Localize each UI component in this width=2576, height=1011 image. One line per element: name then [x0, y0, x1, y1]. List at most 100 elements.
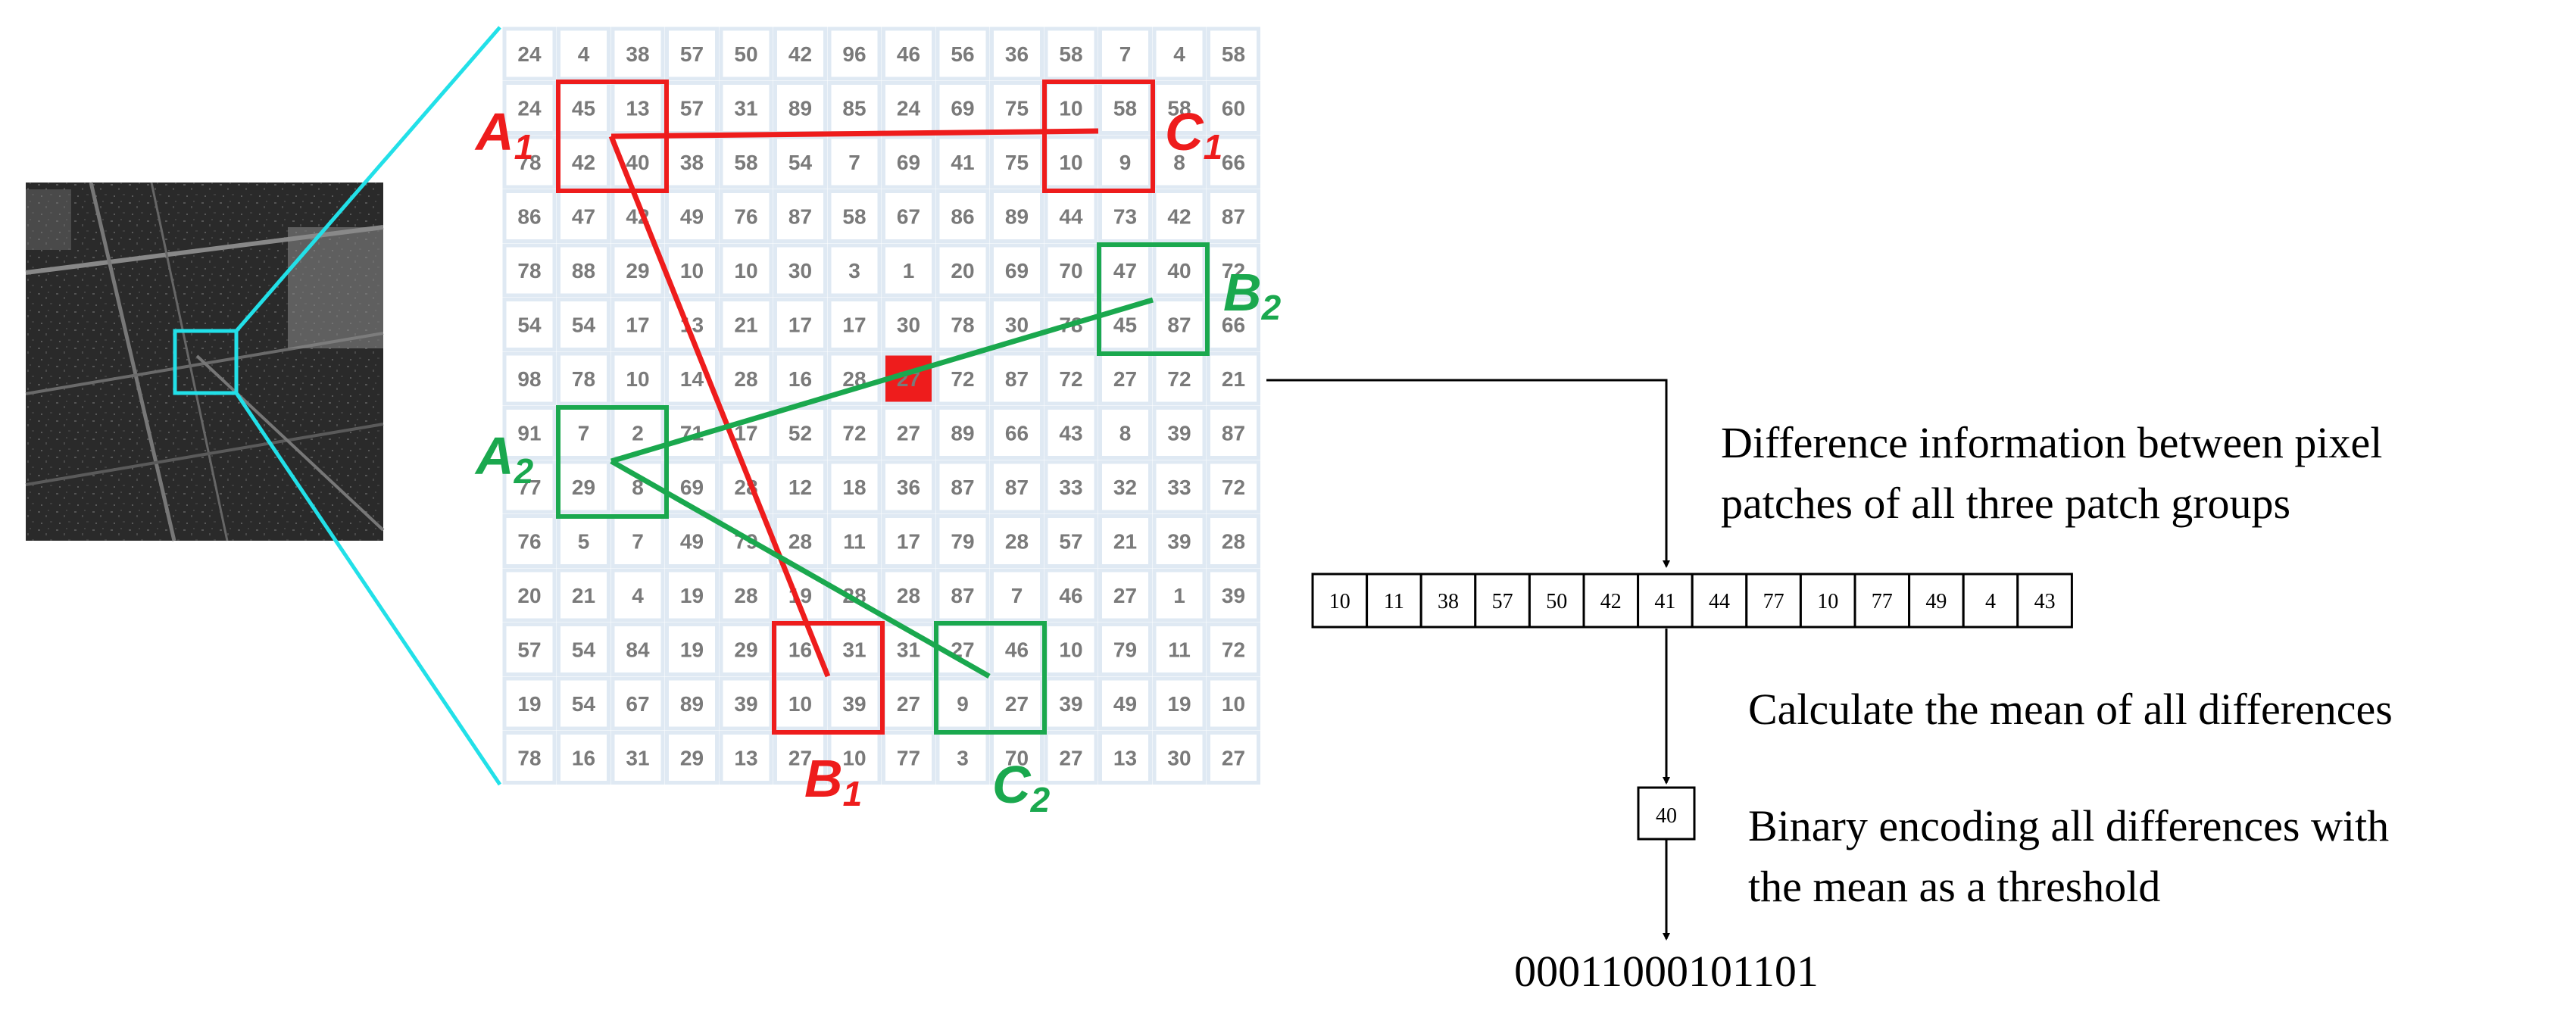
grid-value: 10: [1059, 97, 1082, 120]
grid-cell: [990, 460, 1044, 514]
grid-value: 54: [788, 151, 813, 174]
grid-cell: [1152, 623, 1207, 676]
grid-cell: [882, 189, 935, 243]
grid-cell: [827, 460, 882, 514]
grid-cell: [1098, 243, 1152, 298]
grid-value: 87: [951, 476, 974, 499]
grid-cell: [1044, 731, 1098, 785]
grid-value: 18: [842, 476, 866, 499]
grid-value: 8: [632, 476, 644, 499]
grid-cell: [935, 514, 990, 568]
grid-value: 69: [1005, 259, 1029, 282]
grid-value: 3: [848, 259, 860, 282]
grid-value: 39: [1167, 530, 1191, 554]
sar-image: [25, 182, 385, 541]
connector-grid-to-vector: [1266, 379, 1670, 568]
grid-value: 47: [572, 205, 595, 229]
grid-cell: [1207, 351, 1260, 406]
difference-cell: [2016, 573, 2073, 629]
grid-value: 69: [897, 151, 920, 174]
label-b1: B1: [804, 749, 862, 813]
grid-value: 28: [734, 584, 757, 607]
label-b2: B2: [1223, 263, 1282, 327]
grid-value: 4: [1173, 42, 1185, 66]
grid-cell: [773, 406, 827, 460]
grid-value: 58: [1222, 42, 1245, 66]
grid-cell: [719, 243, 773, 298]
grid-cell: [502, 298, 557, 351]
grid-value: 11: [843, 530, 866, 554]
grid-cell: [665, 623, 719, 676]
grid-cell: [990, 676, 1044, 731]
grid-value: 17: [897, 530, 920, 554]
grid-cell: [935, 243, 990, 298]
grid-cell: [827, 406, 882, 460]
grid-cell: [719, 351, 773, 406]
grid-cell: [1152, 406, 1207, 460]
grid-cell: [557, 27, 610, 81]
grid-cell: [1152, 676, 1207, 731]
grid-cell: [557, 243, 610, 298]
line-a2-c2: [610, 458, 991, 679]
grid-cell: [1044, 676, 1098, 731]
grid-value: 7: [1011, 584, 1023, 607]
grid-value: 72: [1222, 259, 1245, 282]
difference-value: 44: [1709, 590, 1730, 613]
grid-cell: [1207, 27, 1260, 81]
grid-value: 10: [1059, 638, 1082, 662]
grid-cell: [935, 731, 990, 785]
line-a1-c1: [610, 128, 1099, 139]
grid-value: 85: [842, 97, 866, 120]
grid-cell: [610, 27, 665, 81]
grid-value: 29: [734, 638, 757, 662]
grid-cell: [502, 189, 557, 243]
grid-value: 17: [842, 314, 866, 337]
grid-cell: [502, 676, 557, 731]
grid-cell: [1152, 243, 1207, 298]
grid-value: 57: [1059, 530, 1082, 554]
grid-cell: [502, 135, 557, 189]
grid-value: 31: [842, 638, 866, 662]
grid-value: 87: [1222, 205, 1245, 229]
grid-cell: [1098, 351, 1152, 406]
grid-cell: [1098, 676, 1152, 731]
grid-cell: [502, 243, 557, 298]
grid-value: 27: [1222, 747, 1245, 770]
grid-value: 87: [1005, 367, 1029, 391]
grid-value: 19: [680, 638, 704, 662]
grid-value: 58: [842, 205, 866, 229]
grid-cell: [1207, 189, 1260, 243]
grid-value: 9: [957, 692, 969, 716]
grid-cell: [882, 135, 935, 189]
grid-value: 45: [572, 97, 595, 120]
grid-value: 16: [788, 367, 812, 391]
grid-cell: [665, 189, 719, 243]
line-a1-b1: [608, 135, 831, 678]
grid-value: 27: [1005, 692, 1029, 716]
grid-value: 72: [951, 367, 974, 391]
grid-cell: [502, 406, 557, 460]
grid-cell: [882, 514, 935, 568]
grid-cell: [1098, 731, 1152, 785]
grid-value: 87: [788, 205, 812, 229]
grid-cell: [719, 731, 773, 785]
grid-value: 24: [517, 42, 542, 66]
grid-cell: [1207, 676, 1260, 731]
grid-value: 84: [626, 638, 650, 662]
grid-cell: [990, 514, 1044, 568]
grid-cell: [827, 27, 882, 81]
grid-value: 28: [1005, 530, 1029, 554]
grid-value: 72: [1222, 476, 1245, 499]
grid-value: 86: [517, 205, 541, 229]
grid-value: 30: [1005, 314, 1029, 337]
grid-cell: [882, 623, 935, 676]
grid-cell: [990, 731, 1044, 785]
grid-value: 16: [788, 638, 812, 662]
grid-value: 27: [897, 692, 920, 716]
patch-a1-box: [556, 80, 669, 193]
grid-value: 20: [517, 584, 541, 607]
grid-value: 19: [1167, 692, 1191, 716]
label-c1: C1: [1165, 102, 1222, 167]
grid-value: 86: [951, 205, 974, 229]
